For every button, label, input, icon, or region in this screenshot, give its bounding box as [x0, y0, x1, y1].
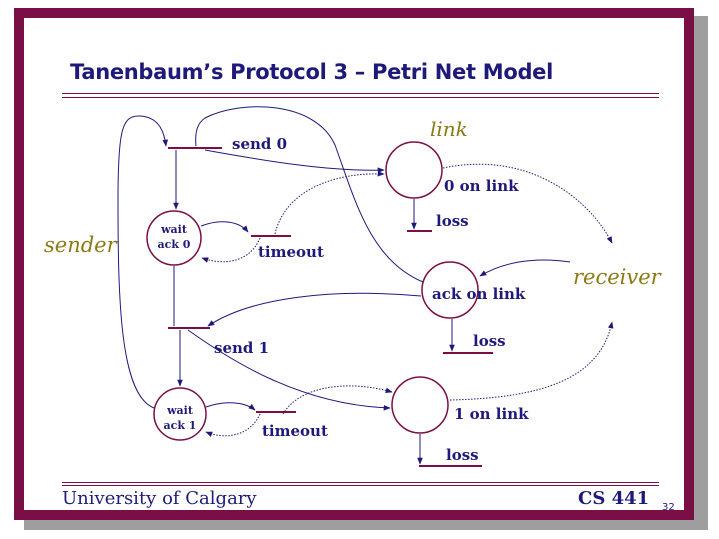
slide-title: Tanenbaum’s Protocol 3 – Petri Net Model [70, 60, 554, 84]
arc-timeout-to-waitack0 [201, 237, 261, 263]
footer-institution: University of Calgary [62, 488, 257, 509]
arc-ack-to-send0 [195, 106, 424, 283]
ack-on-link-label: ack on link [432, 285, 526, 303]
arc-waitack1-to-send0 [117, 115, 168, 409]
arc-send0-to-zero-on-link [204, 149, 385, 174]
arc-one-to-receiver [449, 321, 614, 401]
loss-one-label: loss [446, 446, 479, 464]
arc-waitack0-to-timeout [200, 221, 249, 233]
zero-on-link-label: 0 on link [444, 177, 519, 195]
title-divider [62, 93, 659, 94]
send0-label: send 0 [232, 135, 287, 153]
footer-divider [62, 482, 659, 483]
place-ack-on-link [421, 261, 479, 319]
arc-timeout-to-zero-on-link [274, 170, 385, 235]
arc-receiver-to-ack [479, 259, 571, 277]
send1-label: send 1 [214, 339, 269, 357]
arc-zero-to-receiver [442, 163, 613, 244]
sender-label: sender [44, 233, 119, 257]
loss-ack-label: loss [473, 332, 506, 350]
arc-waitack1-to-timeout [205, 402, 256, 411]
place-one-on-link [391, 376, 449, 434]
waitack1-line1: wait [166, 404, 194, 417]
footer-divider-second [62, 485, 659, 486]
timeout-lower-label: timeout [262, 422, 328, 440]
place-wait-ack0 [146, 210, 202, 266]
place-zero-on-link [385, 141, 443, 199]
arc-ack-to-send1 [207, 292, 422, 327]
link-label: link [430, 117, 468, 141]
arc-send1-to-one-on-link [187, 329, 391, 411]
place-wait-ack1 [153, 387, 207, 441]
footer-course: CS 441 [578, 488, 650, 509]
loss-zero-label: loss [436, 212, 469, 230]
waitack0-line1: wait [160, 223, 188, 236]
one-on-link-label: 1 on link [454, 405, 529, 423]
arc-timeout-to-waitack1 [205, 413, 261, 437]
title-divider-second [62, 97, 659, 98]
waitack0-line2: ack 0 [158, 238, 191, 251]
receiver-label: receiver [573, 265, 663, 289]
timeout-upper-label: timeout [258, 243, 324, 261]
slide-canvas [24, 18, 684, 510]
waitack1-line2: ack 1 [164, 419, 197, 432]
page-number: 32 [662, 502, 675, 513]
